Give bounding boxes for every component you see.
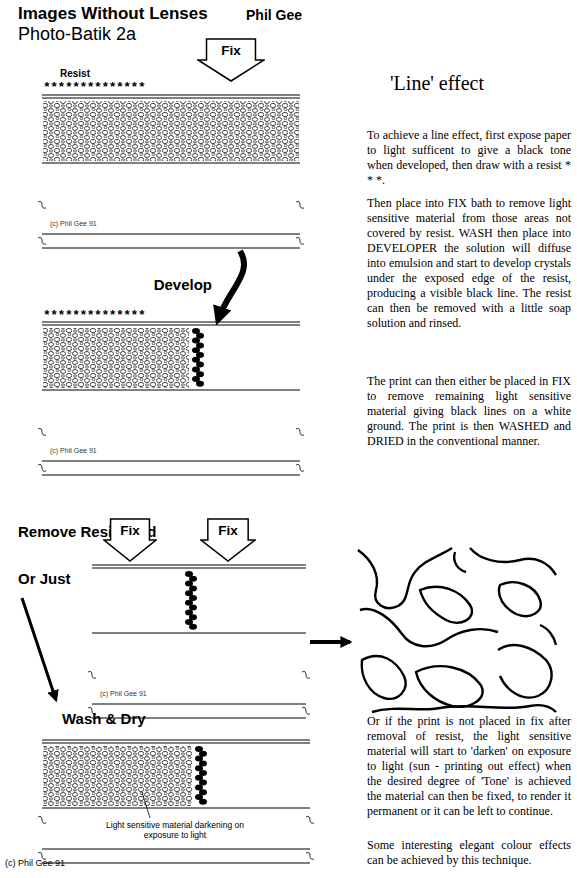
arrow-text: Fix	[103, 518, 157, 538]
subtitle: Photo-Batik 2a	[18, 24, 136, 45]
develop-arrow	[218, 251, 244, 320]
arrow-text: Fix	[197, 38, 265, 58]
body-text: The print can then either be placed in F…	[367, 374, 571, 449]
block-arrow-outline	[201, 519, 255, 561]
resist-marks: **************	[43, 308, 145, 323]
fix-arrow: Fix	[197, 38, 265, 82]
cross-sections	[38, 95, 314, 863]
emulsion-section	[38, 740, 314, 863]
section-heading: 'Line' effect	[390, 72, 484, 95]
emulsion-section: (c) Phil Gee 91	[42, 95, 300, 250]
copyright-mark: (c) Phil Gee 91	[100, 690, 147, 697]
callout-text: Light sensitive material darkening on ex…	[90, 820, 260, 840]
body-text: Then place into FIX bath to remove light…	[367, 196, 571, 331]
wash-arrow	[22, 598, 56, 700]
step-label: Wash & Dry	[62, 710, 146, 727]
emulsion-section	[38, 95, 304, 248]
emulsion-section	[88, 565, 310, 718]
block-arrow-outline	[198, 39, 264, 81]
body-text: Some interesting elegant colour effects …	[367, 838, 571, 868]
step-label: Or Just	[18, 570, 71, 587]
leader-line	[142, 792, 150, 818]
emulsion-section: Light sensitive material darkening on ex…	[42, 740, 310, 865]
resist-marks: **************	[43, 80, 145, 95]
body-text: To achieve a line effect, first expose p…	[367, 128, 571, 188]
edge-label: Develop	[154, 276, 212, 293]
copyright: (c) Phil Gee 91	[5, 858, 65, 868]
emulsion-section: (c) Phil Gee 91	[92, 565, 306, 720]
copyright-mark: (c) Phil Gee 91	[50, 447, 97, 454]
page-title: Images Without Lenses	[18, 4, 208, 24]
block-arrow-outline	[104, 519, 156, 561]
emulsion-section: (c) Phil Gee 91	[42, 322, 300, 477]
emulsion-section	[38, 322, 304, 475]
result-arrow	[310, 640, 350, 644]
copyright-mark: (c) Phil Gee 91	[50, 220, 97, 227]
body-text: Or if the print is not placed in fix aft…	[367, 714, 571, 819]
author: Phil Gee	[246, 7, 302, 23]
arrow-text: Fix	[200, 518, 256, 538]
fix-arrow: Fix	[200, 518, 256, 562]
line-effect-print	[358, 548, 556, 712]
fix-arrow: Fix	[103, 518, 157, 562]
part-name: Resist	[60, 68, 90, 79]
